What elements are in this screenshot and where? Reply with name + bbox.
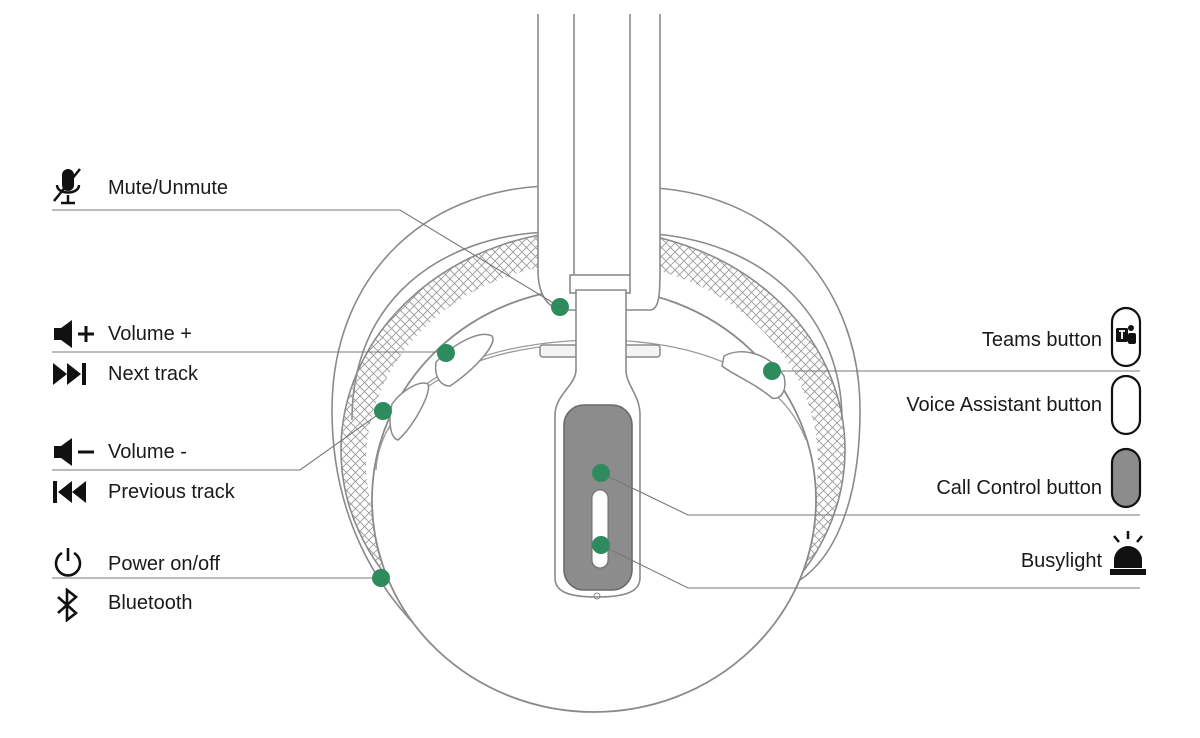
headband xyxy=(537,14,661,311)
shell-outer-right xyxy=(654,187,861,581)
marker-volume-up xyxy=(437,344,455,362)
leader-lines xyxy=(52,209,1140,589)
markers xyxy=(372,298,781,587)
leader-volume-down xyxy=(52,410,384,471)
leader-mute xyxy=(52,209,561,308)
busylight-icon xyxy=(1110,531,1146,575)
leader-call-control xyxy=(600,472,1140,516)
marker-busylight xyxy=(592,536,610,554)
label-next-track: Next track xyxy=(108,363,199,385)
label-busylight: Busylight xyxy=(1020,550,1102,572)
label-power: Power on/off xyxy=(108,553,220,575)
marker-volume-down xyxy=(374,402,392,420)
marker-power xyxy=(372,569,390,587)
headband-arm xyxy=(537,14,661,311)
mute-mic-icon xyxy=(53,168,81,205)
label-bluetooth: Bluetooth xyxy=(108,592,193,614)
volume-down-rocker xyxy=(389,382,430,441)
bluetooth-icon xyxy=(57,588,79,622)
leader-busylight xyxy=(600,544,1140,589)
label-call-control: Call Control button xyxy=(936,477,1102,499)
power-icon xyxy=(54,548,82,577)
label-volume-down: Volume - xyxy=(108,441,187,463)
volume-down-icon xyxy=(54,438,94,466)
label-mute: Mute/Unmute xyxy=(108,177,229,199)
label-voice-assistant: Voice Assistant button xyxy=(906,394,1102,416)
volume-up-rocker xyxy=(434,333,494,387)
teams-button-icon xyxy=(1110,306,1142,368)
shell-inner-right xyxy=(654,233,843,421)
label-teams: Teams button xyxy=(981,329,1102,351)
busylight-slot xyxy=(591,489,609,569)
volume-up-icon xyxy=(54,320,94,348)
marker-mute xyxy=(551,298,569,316)
next-track-icon xyxy=(53,363,86,385)
label-previous-track: Previous track xyxy=(108,481,235,503)
marker-call-control xyxy=(592,464,610,482)
voice-assistant-button-icon xyxy=(1110,374,1142,436)
headband-groove xyxy=(573,14,631,275)
label-volume-up: Volume + xyxy=(108,323,192,345)
call-control-button-icon xyxy=(1110,447,1142,509)
previous-track-icon xyxy=(53,481,86,503)
marker-teams xyxy=(763,362,781,380)
